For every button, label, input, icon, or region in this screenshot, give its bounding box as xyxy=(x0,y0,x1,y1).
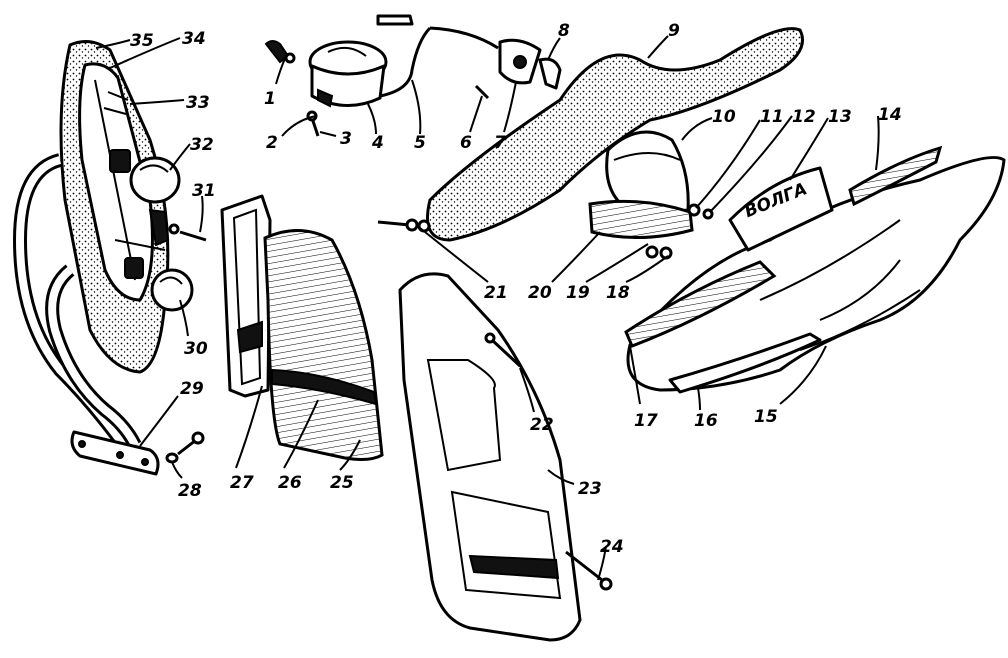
screw-1 xyxy=(264,40,296,64)
callout-28: 28 xyxy=(178,481,202,501)
lens-20 xyxy=(588,199,694,240)
callout-31: 31 xyxy=(192,181,216,201)
clip-8 xyxy=(538,57,562,90)
socket-bracket xyxy=(148,208,170,247)
callout-17: 17 xyxy=(634,411,658,431)
callout-34: 34 xyxy=(182,29,206,49)
screw-6 xyxy=(474,84,490,100)
fender-ornament-assembly: ВОЛГА xyxy=(624,145,1006,394)
callout-3: 3 xyxy=(340,129,352,149)
callout-22: 22 xyxy=(530,415,554,435)
callout-23: 23 xyxy=(578,479,602,499)
washer-11-12 xyxy=(687,203,714,220)
callout-16: 16 xyxy=(694,411,718,431)
callout-15: 15 xyxy=(754,407,778,427)
upper-bulb xyxy=(109,149,181,204)
lamp-socket-4 xyxy=(308,40,388,108)
callout-26: 26 xyxy=(278,473,302,493)
callout-32: 32 xyxy=(190,135,214,155)
callout-5: 5 xyxy=(414,133,426,153)
callout-18: 18 xyxy=(606,283,630,303)
callout-35: 35 xyxy=(130,31,154,51)
callout-19: 19 xyxy=(566,283,590,303)
side-lens-16 xyxy=(668,332,822,394)
callout-30: 30 xyxy=(184,339,208,359)
screw-28 xyxy=(165,431,205,464)
connector-7 xyxy=(498,38,542,85)
lamp-housing-rib xyxy=(94,79,136,281)
lamp-frame-23 xyxy=(398,272,582,642)
callout-21: 21 xyxy=(484,283,508,303)
callout-2: 2 xyxy=(266,133,278,153)
callout-29: 29 xyxy=(180,379,204,399)
reflector-10 xyxy=(605,130,690,218)
callout-24: 24 xyxy=(600,537,624,557)
callout-8: 8 xyxy=(558,21,570,41)
callout-11: 11 xyxy=(760,107,784,127)
trim-plate-9 xyxy=(426,27,804,242)
lens-divider-26 xyxy=(271,368,378,406)
callout-1: 1 xyxy=(264,89,276,109)
tail-cap-14 xyxy=(848,145,943,207)
callout-6: 6 xyxy=(460,133,472,153)
screw-24 xyxy=(565,550,613,591)
tail-lens-25 xyxy=(263,228,384,461)
callout-27: 27 xyxy=(230,473,254,493)
callout-7: 7 xyxy=(494,133,506,153)
screw-31 xyxy=(168,223,207,242)
callout-33: 33 xyxy=(186,93,210,113)
screw-3 xyxy=(306,110,320,137)
callout-10: 10 xyxy=(712,107,736,127)
callout-9: 9 xyxy=(668,21,680,41)
wire-5 xyxy=(376,14,499,98)
lamp-housing-assembly xyxy=(59,39,207,374)
side-lens-17 xyxy=(624,260,777,348)
callouts: 1 2 3 4 5 6 7 8 9 10 11 12 13 14 15 16 1… xyxy=(130,21,902,557)
callout-4: 4 xyxy=(371,133,384,153)
nut-19-18 xyxy=(645,245,673,260)
leader-lines xyxy=(95,35,880,581)
callout-25: 25 xyxy=(330,473,354,493)
wiring-harness xyxy=(13,153,160,476)
callout-12: 12 xyxy=(792,107,816,127)
callout-13: 13 xyxy=(828,107,852,127)
lower-bulb xyxy=(124,257,194,312)
callout-20: 20 xyxy=(528,283,552,303)
screw-22 xyxy=(484,332,522,368)
emblem-plate-13 xyxy=(728,166,834,252)
callout-14: 14 xyxy=(878,105,902,125)
harness-clamp-plate xyxy=(70,430,160,476)
lens-gasket-27 xyxy=(220,194,272,398)
